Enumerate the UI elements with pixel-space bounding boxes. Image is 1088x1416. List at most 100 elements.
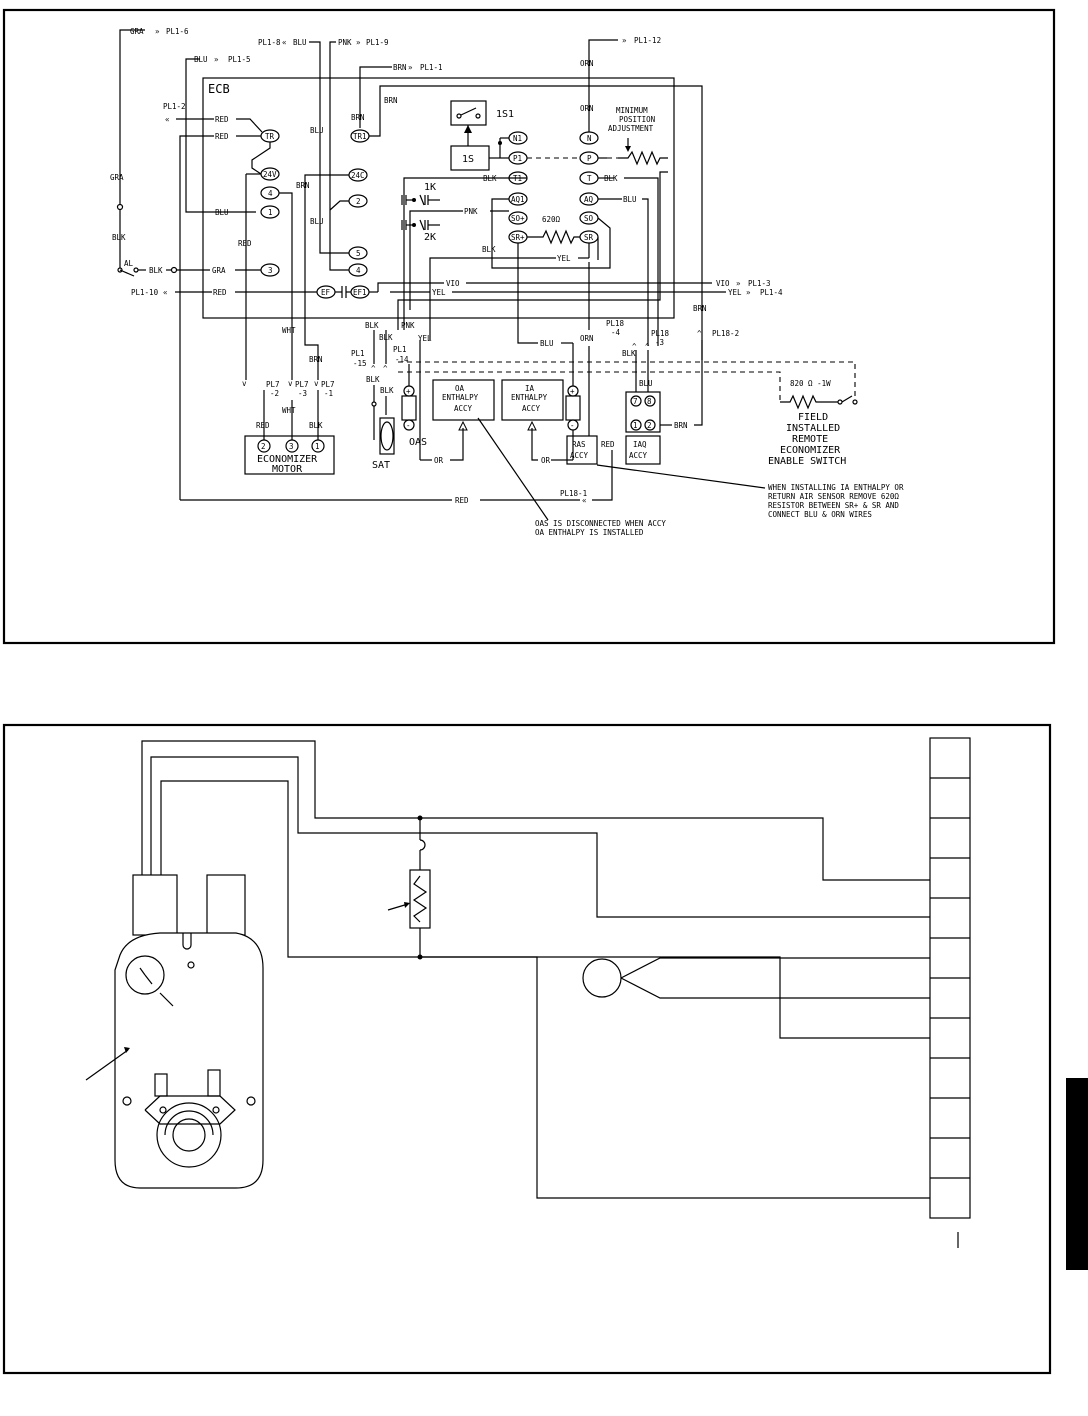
oas-label: OAS (409, 437, 427, 448)
wire-blk-pl1-15: BLK (365, 321, 379, 330)
ras-accy-1: RAS (572, 440, 586, 449)
motor-label-1: ECONOMIZER (257, 454, 318, 465)
wire-blu-aq: BLU (623, 195, 637, 204)
wire-orn-bottom: ORN (580, 334, 594, 343)
terminal-3: 3 (268, 266, 273, 275)
svg-text:^: ^ (371, 364, 376, 373)
pl7-1-a: PL7 (321, 380, 335, 389)
terminal-sr-plus: SR+ (511, 233, 525, 242)
wire-red-24v: RED (238, 239, 252, 248)
terminal-4: 4 (268, 189, 273, 198)
pl1-5: PL1-5 (228, 55, 251, 64)
note-1-line-4: CONNECT BLU & ORN WIRES (768, 510, 872, 519)
pl1-15-b: -15 (353, 359, 367, 368)
svg-text:+: + (570, 387, 575, 396)
terminal-5: 5 (356, 249, 361, 258)
pl1-14-b: -14 (395, 355, 409, 364)
oa-enthalpy-2: ENTHALPY (442, 393, 479, 402)
wire-brn-motor: BRN (309, 355, 323, 364)
wire-blk-iaq: BLK (622, 349, 636, 358)
field-switch-1: FIELD (798, 412, 828, 423)
wire-vio: VIO (446, 279, 460, 288)
oas-sensor (401, 395, 417, 421)
ecb-label: ECB (208, 82, 230, 96)
note-1-line-2: RETURN AIR SENSOR REMOVE 620Ω (768, 492, 899, 501)
wire-blu-pl1-5: BLU (194, 55, 208, 64)
note-1-line-3: RESISTOR BETWEEN SR+ & SR AND (768, 501, 899, 510)
pl1-4: PL1-4 (760, 288, 783, 297)
wire-blu-term1: BLU (215, 208, 229, 217)
sat-label: SAT (372, 460, 390, 471)
ecb-terminals: TR TR1 24V 4 1 3 24C 2 5 4 N1 P1 T1 AQ1 … (260, 129, 599, 299)
motor-term-2: 2 (261, 442, 266, 451)
note-2-line-1: OAS IS DISCONNECTED WHEN ACCY (535, 519, 666, 528)
min-position-line-1: MINIMUM (616, 106, 648, 115)
svg-text:»: » (155, 27, 160, 36)
wire-red-bottom: RED (455, 496, 469, 505)
svg-text:-: - (406, 421, 411, 430)
svg-text:»: » (746, 288, 751, 297)
wire-blu-bottom: BLU (540, 339, 554, 348)
ia-enthalpy-3: ACCY (522, 404, 541, 413)
wire-red-pl1-10: RED (213, 288, 227, 297)
field-switch-4: ECONOMIZER (780, 445, 841, 456)
ras-accy (566, 435, 598, 465)
pl7-2-a: PL7 (266, 380, 280, 389)
relay-2k-label: 2K (424, 232, 436, 243)
field-switch-3: REMOTE (792, 434, 828, 445)
motor-term-3: 3 (289, 442, 294, 451)
wire-blk-aq1: BLK (482, 245, 496, 254)
pl18-3-b: -3 (655, 338, 664, 347)
gauge-icon (125, 955, 165, 995)
min-position-pot (618, 150, 668, 166)
pl18-4-a: PL18 (606, 319, 625, 328)
pl18-3-a: PL18 (651, 329, 670, 338)
wire-orn-mid: ORN (580, 104, 594, 113)
terminal-4b: 4 (356, 266, 361, 275)
wire-blu-mid: BLU (310, 126, 324, 135)
sensor-circle (582, 958, 622, 998)
min-position-line-3: ADJUSTMENT (608, 124, 654, 133)
iaq-term-1: 1 (633, 421, 638, 430)
wire-pnk-pl1-9: PNK (338, 38, 352, 47)
svg-text:«: « (582, 496, 587, 505)
svg-text:^: ^ (697, 329, 702, 338)
terminal-ef: EF (321, 288, 331, 297)
oa-enthalpy-accy (432, 379, 495, 421)
terminal-2: 2 (356, 197, 361, 206)
pl1-3: PL1-3 (748, 279, 771, 288)
iaq-term-7: 7 (633, 397, 638, 406)
pl1-9: PL1-9 (366, 38, 389, 47)
svg-text:»: » (408, 63, 413, 72)
wire-blk-sat: BLK (366, 375, 380, 384)
heater-resistor (409, 869, 431, 929)
terminal-24c: 24C (351, 171, 365, 180)
relay-1k-label: 1K (424, 182, 436, 193)
wire-yel: YEL (432, 288, 446, 297)
pl1-8: PL1-8 (258, 38, 281, 47)
economizer-motor (244, 435, 335, 475)
resistor-820-label: 820 Ω -1W (790, 379, 831, 388)
resistor-620 (527, 229, 580, 245)
field-switch-5: ENABLE SWITCH (768, 456, 846, 467)
wire-wht-motor: WHT (282, 406, 296, 415)
pl1-12: PL1-12 (634, 36, 661, 45)
ecb-board (202, 77, 675, 319)
wire-brn-pl18-2: BRN (693, 304, 707, 313)
wire-blk-t: BLK (604, 174, 618, 183)
wire-yel-pl1-14: YEL (418, 334, 432, 343)
svg-text:-: - (570, 421, 575, 430)
ia-enthalpy-1: IA (525, 384, 535, 393)
wire-brn-tr1: BRN (351, 113, 365, 122)
pl1-14-a: PL1 (393, 345, 407, 354)
section-tab-marker (1066, 1078, 1088, 1270)
terminal-aq: AQ (584, 195, 594, 204)
wire-or-oa: OR (434, 456, 444, 465)
top-diagram-frame (2, 8, 1056, 645)
pl1-15-a: PL1 (351, 349, 365, 358)
wire-pnk-mid: PNK (464, 207, 478, 216)
terminal-ef1: EF1 (353, 288, 367, 297)
resistor-620-label: 620Ω (542, 215, 561, 224)
svg-text:»: » (622, 36, 627, 45)
wire-yel-right: YEL (728, 288, 742, 297)
